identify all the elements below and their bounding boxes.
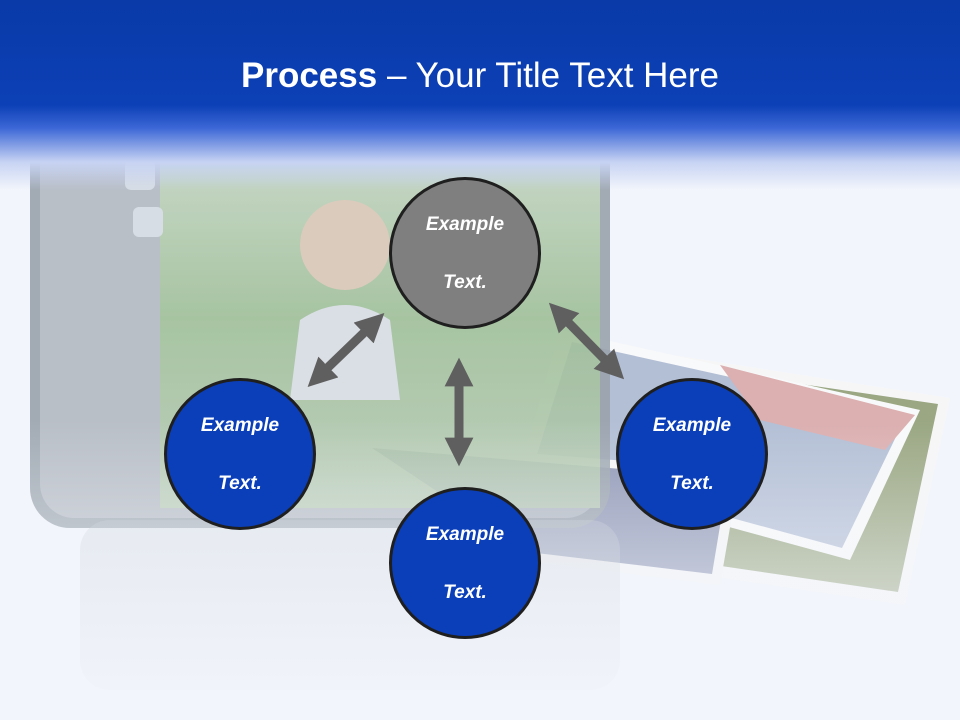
node-bottom-line1: Example xyxy=(425,523,505,545)
node-top-line2: Text. xyxy=(443,271,487,293)
node-top-line1: Example xyxy=(425,213,505,235)
slide-title: Process – Your Title Text Here xyxy=(0,54,960,98)
node-right-line1: Example xyxy=(652,414,732,436)
node-left-line1: Example xyxy=(200,414,280,436)
node-bottom-line2: Text. xyxy=(443,581,487,603)
header-band xyxy=(0,0,960,190)
node-right-line2: Text. xyxy=(670,472,714,494)
title-rest: – Your Title Text Here xyxy=(377,56,719,95)
node-left-line2: Text. xyxy=(218,472,262,494)
title-bold: Process xyxy=(241,56,378,95)
